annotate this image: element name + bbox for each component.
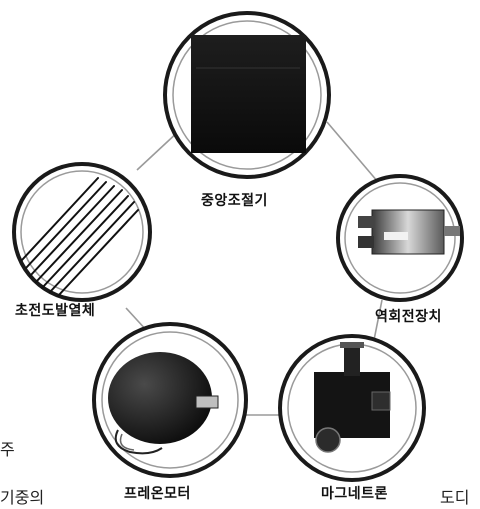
node-center — [163, 11, 331, 179]
label-right: 역회전장치 — [375, 309, 442, 325]
node-bottom-left — [92, 322, 248, 478]
connectors — [125, 121, 383, 416]
reverse-rotation-device-icon — [358, 209, 460, 255]
node-right — [336, 174, 464, 302]
magnetron-icon — [314, 342, 391, 453]
connector-right-bottomright — [373, 299, 383, 341]
label-bottom-left: 프레온모터 — [124, 486, 191, 502]
label-center: 중앙조절기 — [201, 193, 268, 209]
connector-center-left — [136, 129, 181, 171]
node-left — [12, 162, 152, 302]
label-left: 초전도발열체 — [15, 303, 96, 319]
node-bottom-right — [278, 334, 426, 482]
control-panel-icon — [191, 35, 306, 153]
freon-motor-icon — [108, 352, 219, 455]
text-fragment-left-bottom: 기중의 — [0, 488, 45, 507]
text-fragment-left-top: 주 — [0, 440, 15, 459]
label-bottom-right: 마그네트론 — [321, 486, 388, 502]
superconducting-heater-icon — [21, 177, 139, 297]
connector-center-right — [326, 121, 379, 183]
text-fragment-right-bottom: 도디 — [440, 488, 470, 507]
